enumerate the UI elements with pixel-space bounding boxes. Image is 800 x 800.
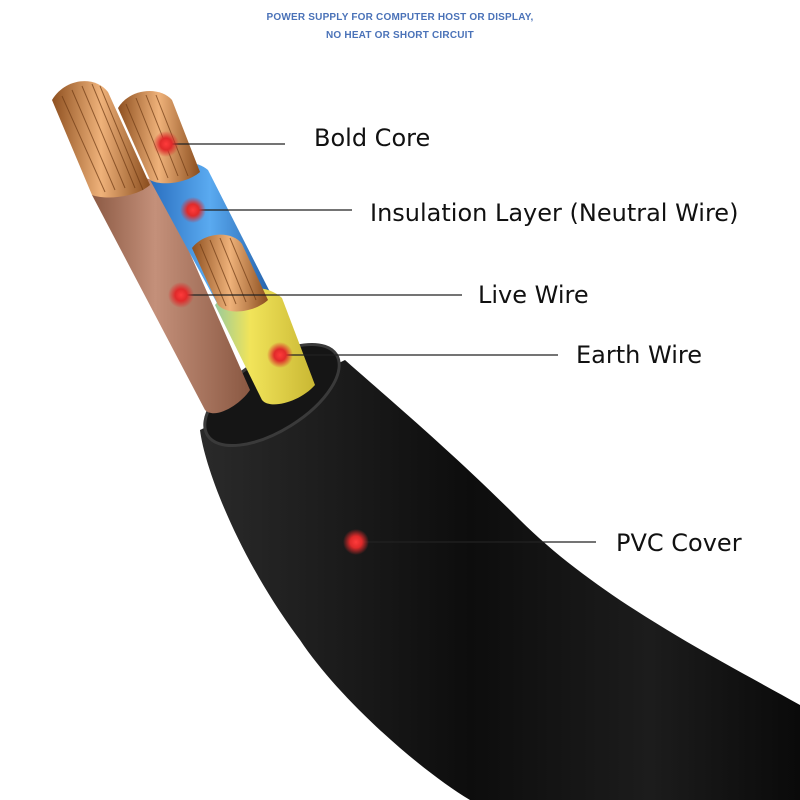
marker-earth-wire — [267, 342, 293, 368]
markers — [153, 131, 369, 555]
copper-strand-lines-middle — [199, 237, 257, 307]
copper-core-middle — [192, 234, 268, 312]
label-pvc-cover: PVC Cover — [616, 529, 742, 557]
label-bold-core: Bold Core — [314, 124, 431, 152]
yellow-green-insulation — [215, 287, 315, 405]
copper-core-left — [52, 81, 150, 198]
header-line-1: POWER SUPPLY FOR COMPUTER HOST OR DISPLA… — [266, 12, 534, 23]
copper-strand-lines-left — [61, 83, 144, 193]
leader-lines — [166, 143, 596, 543]
marker-bold-core — [153, 131, 179, 157]
header-line-2: NO HEAT OR SHORT CIRCUIT — [326, 30, 474, 41]
pvc-cover — [200, 360, 800, 800]
label-live-wire: Live Wire — [478, 281, 589, 309]
marker-insulation — [180, 197, 206, 223]
label-earth-wire: Earth Wire — [576, 341, 702, 369]
marker-live-wire — [168, 282, 194, 308]
label-insulation-layer: Insulation Layer (Neutral Wire) — [370, 199, 739, 227]
marker-pvc-cover — [343, 529, 369, 555]
